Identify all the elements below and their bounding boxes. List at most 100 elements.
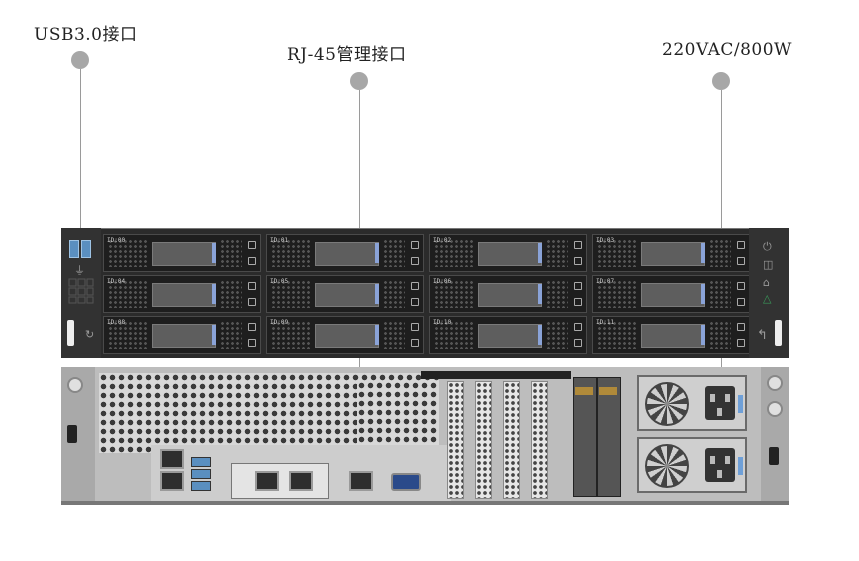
drive-latch[interactable] (538, 243, 542, 263)
drive-vent (709, 280, 731, 308)
drive-bay[interactable]: ID:05 (266, 275, 424, 313)
drive-latch[interactable] (212, 325, 216, 345)
drive-bay[interactable]: ID:07 (592, 275, 750, 313)
drive-bay-id: ID:07 (596, 278, 615, 285)
callout-dot-power (712, 72, 730, 90)
drive-bay-id: ID:05 (270, 278, 289, 285)
drive-bay[interactable]: ID:08 (103, 316, 261, 354)
drive-status-led (737, 339, 745, 347)
rear-rj45-lan-2[interactable] (160, 471, 184, 491)
drive-handle[interactable] (641, 242, 705, 266)
front-left-ear: ⏚ ↻ (61, 228, 101, 358)
drive-handle[interactable] (315, 283, 379, 307)
drive-handle[interactable] (315, 324, 379, 348)
usb-symbol-icon: ⏚ (74, 264, 85, 277)
drive-bay[interactable]: ID:04 (103, 275, 261, 313)
drive-latch[interactable] (375, 243, 379, 263)
id-led-icon: ◫ (763, 258, 774, 271)
drive-vent (108, 239, 148, 267)
drive-bay[interactable]: ID:01 (266, 234, 424, 272)
drive-handle[interactable] (478, 324, 542, 348)
drive-vent (434, 239, 474, 267)
rear-rj45-lan-1[interactable] (160, 449, 184, 469)
drive-bay[interactable]: ID:03 (592, 234, 750, 272)
rear-rj45-management-port[interactable] (349, 471, 373, 491)
drive-bay[interactable]: ID:00 (103, 234, 261, 272)
drive-handle[interactable] (641, 283, 705, 307)
drive-bay[interactable]: ID:02 (429, 234, 587, 272)
drive-latch[interactable] (701, 325, 705, 345)
drive-bay[interactable]: ID:11 (592, 316, 750, 354)
drive-vent (271, 321, 311, 349)
status-led-icon: △ (763, 292, 772, 305)
drive-bay-id: ID:00 (107, 237, 126, 244)
drive-bay-id: ID:03 (596, 237, 615, 244)
drive-vent (271, 239, 311, 267)
ac-power-socket-2[interactable] (705, 448, 735, 482)
pcie-slot-4 (531, 381, 548, 499)
front-usb-port-2[interactable] (81, 240, 91, 258)
drive-latch[interactable] (538, 325, 542, 345)
callout-label-rj45: RJ-45管理接口 (287, 45, 407, 65)
callout-dot-rj45 (350, 72, 368, 90)
drive-handle[interactable] (478, 242, 542, 266)
server-rear-panel (61, 367, 789, 505)
drive-bay-id: ID:09 (270, 319, 289, 326)
pcie-slot-1 (447, 381, 464, 499)
drive-status-led (411, 298, 419, 306)
drive-latch[interactable] (701, 243, 705, 263)
drive-activity-led (411, 282, 419, 290)
psu-handle-1[interactable] (738, 395, 743, 413)
drive-latch[interactable] (375, 325, 379, 345)
rack-latch-right[interactable] (775, 320, 782, 346)
drive-handle[interactable] (641, 324, 705, 348)
rear-usb-port-1[interactable] (191, 457, 211, 467)
drive-latch[interactable] (375, 284, 379, 304)
drive-bay-id: ID:01 (270, 237, 289, 244)
drive-handle[interactable] (152, 324, 216, 348)
callout-label-usb: USB3.0接口 (34, 25, 138, 45)
fan-icon (645, 382, 689, 426)
drive-activity-led (737, 323, 745, 331)
fan-icon (645, 444, 689, 488)
drive-vent (383, 321, 405, 349)
drive-vent (434, 321, 474, 349)
power-supply-1[interactable] (637, 375, 747, 431)
drive-handle[interactable] (152, 242, 216, 266)
rear-usb-port-3[interactable] (191, 481, 211, 491)
drive-vent (383, 280, 405, 308)
drive-activity-led (411, 323, 419, 331)
drive-status-led (737, 257, 745, 265)
pcie-slot-2 (475, 381, 492, 499)
drive-latch[interactable] (538, 284, 542, 304)
rear-rj45-port-1[interactable] (255, 471, 279, 491)
drive-latch[interactable] (212, 243, 216, 263)
drive-bay[interactable]: ID:09 (266, 316, 424, 354)
drive-bay-id: ID:06 (433, 278, 452, 285)
drive-handle[interactable] (478, 283, 542, 307)
drive-bay[interactable]: ID:10 (429, 316, 587, 354)
drive-bay-id: ID:08 (107, 319, 126, 326)
drive-status-led (574, 298, 582, 306)
drive-handle[interactable] (315, 242, 379, 266)
drive-vent (597, 321, 637, 349)
drive-vent (108, 280, 148, 308)
power-supply-2[interactable] (637, 437, 747, 493)
drive-latch[interactable] (212, 284, 216, 304)
rack-latch-left[interactable] (67, 320, 74, 346)
drive-handle[interactable] (152, 283, 216, 307)
rear-rj45-port-2[interactable] (289, 471, 313, 491)
drive-vent (597, 280, 637, 308)
rear-usb-port-2[interactable] (191, 469, 211, 479)
psu-handle-2[interactable] (738, 457, 743, 475)
power-icon[interactable]: ⏻ (763, 240, 772, 253)
drive-status-led (248, 339, 256, 347)
rear-left-ear (61, 367, 95, 501)
pcie-slot-3 (503, 381, 520, 499)
drive-latch[interactable] (701, 284, 705, 304)
drive-status-led (574, 339, 582, 347)
ac-power-socket-1[interactable] (705, 386, 735, 420)
drive-bay[interactable]: ID:06 (429, 275, 587, 313)
front-usb-port-1[interactable] (69, 240, 79, 258)
rear-vga-port[interactable] (391, 473, 421, 491)
